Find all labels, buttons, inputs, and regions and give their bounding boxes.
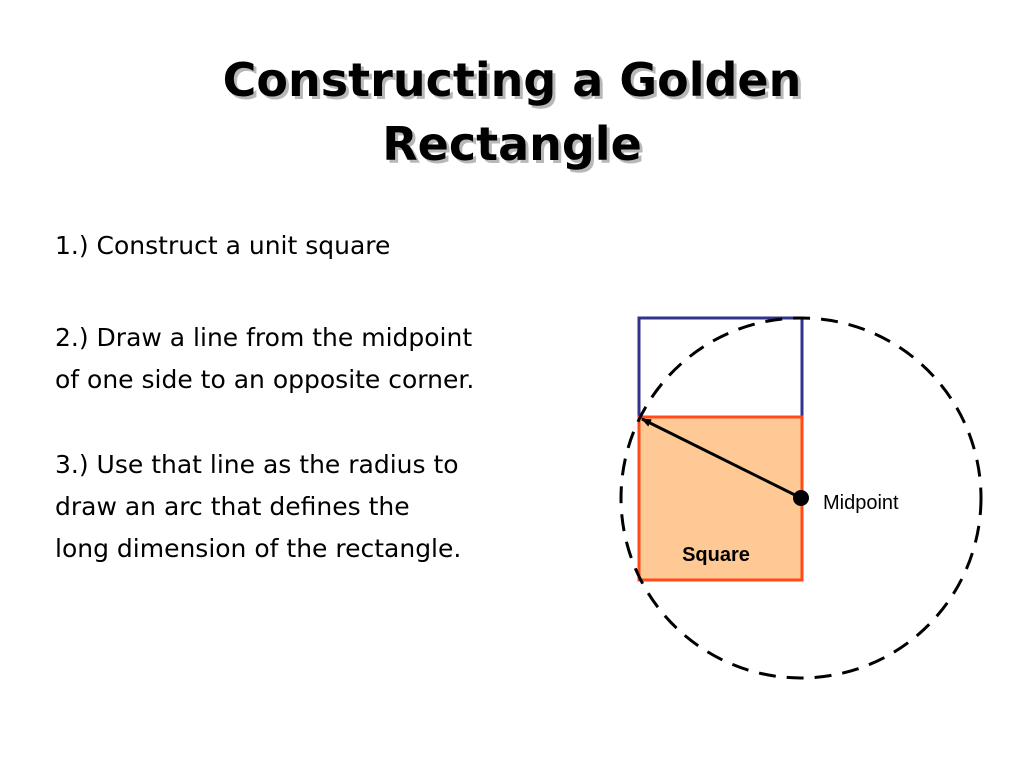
arc-circle	[619, 316, 983, 680]
square-label: Square	[682, 544, 750, 566]
step-2-text: 2.) Draw a line from the midpoint of one…	[55, 317, 474, 401]
title-line-1: Constructing a Golden	[222, 53, 802, 107]
step-2-line-1: 2.) Draw a line from the midpoint	[55, 323, 473, 352]
midpoint-label: Midpoint	[823, 492, 899, 514]
step-3-text: 3.) Use that line as the radius to draw …	[55, 444, 461, 570]
radius-line	[641, 417, 802, 500]
step-1-text: 1.) Construct a unit square	[55, 225, 390, 267]
step-3-line-3: long dimension of the rectangle.	[55, 534, 462, 563]
slide-title: Constructing a Golden Rectangle	[0, 48, 1024, 176]
midpoint-dot	[793, 490, 809, 506]
unit-square	[637, 415, 804, 582]
step-2-line-2: of one side to an opposite corner.	[55, 365, 475, 394]
step-1-line-1: 1.) Construct a unit square	[55, 231, 391, 260]
step-3-line-2: draw an arc that defines the	[55, 492, 410, 521]
title-line-2: Rectangle	[382, 117, 642, 171]
extension-rectangle	[637, 316, 804, 419]
step-3-line-1: 3.) Use that line as the radius to	[55, 450, 459, 479]
